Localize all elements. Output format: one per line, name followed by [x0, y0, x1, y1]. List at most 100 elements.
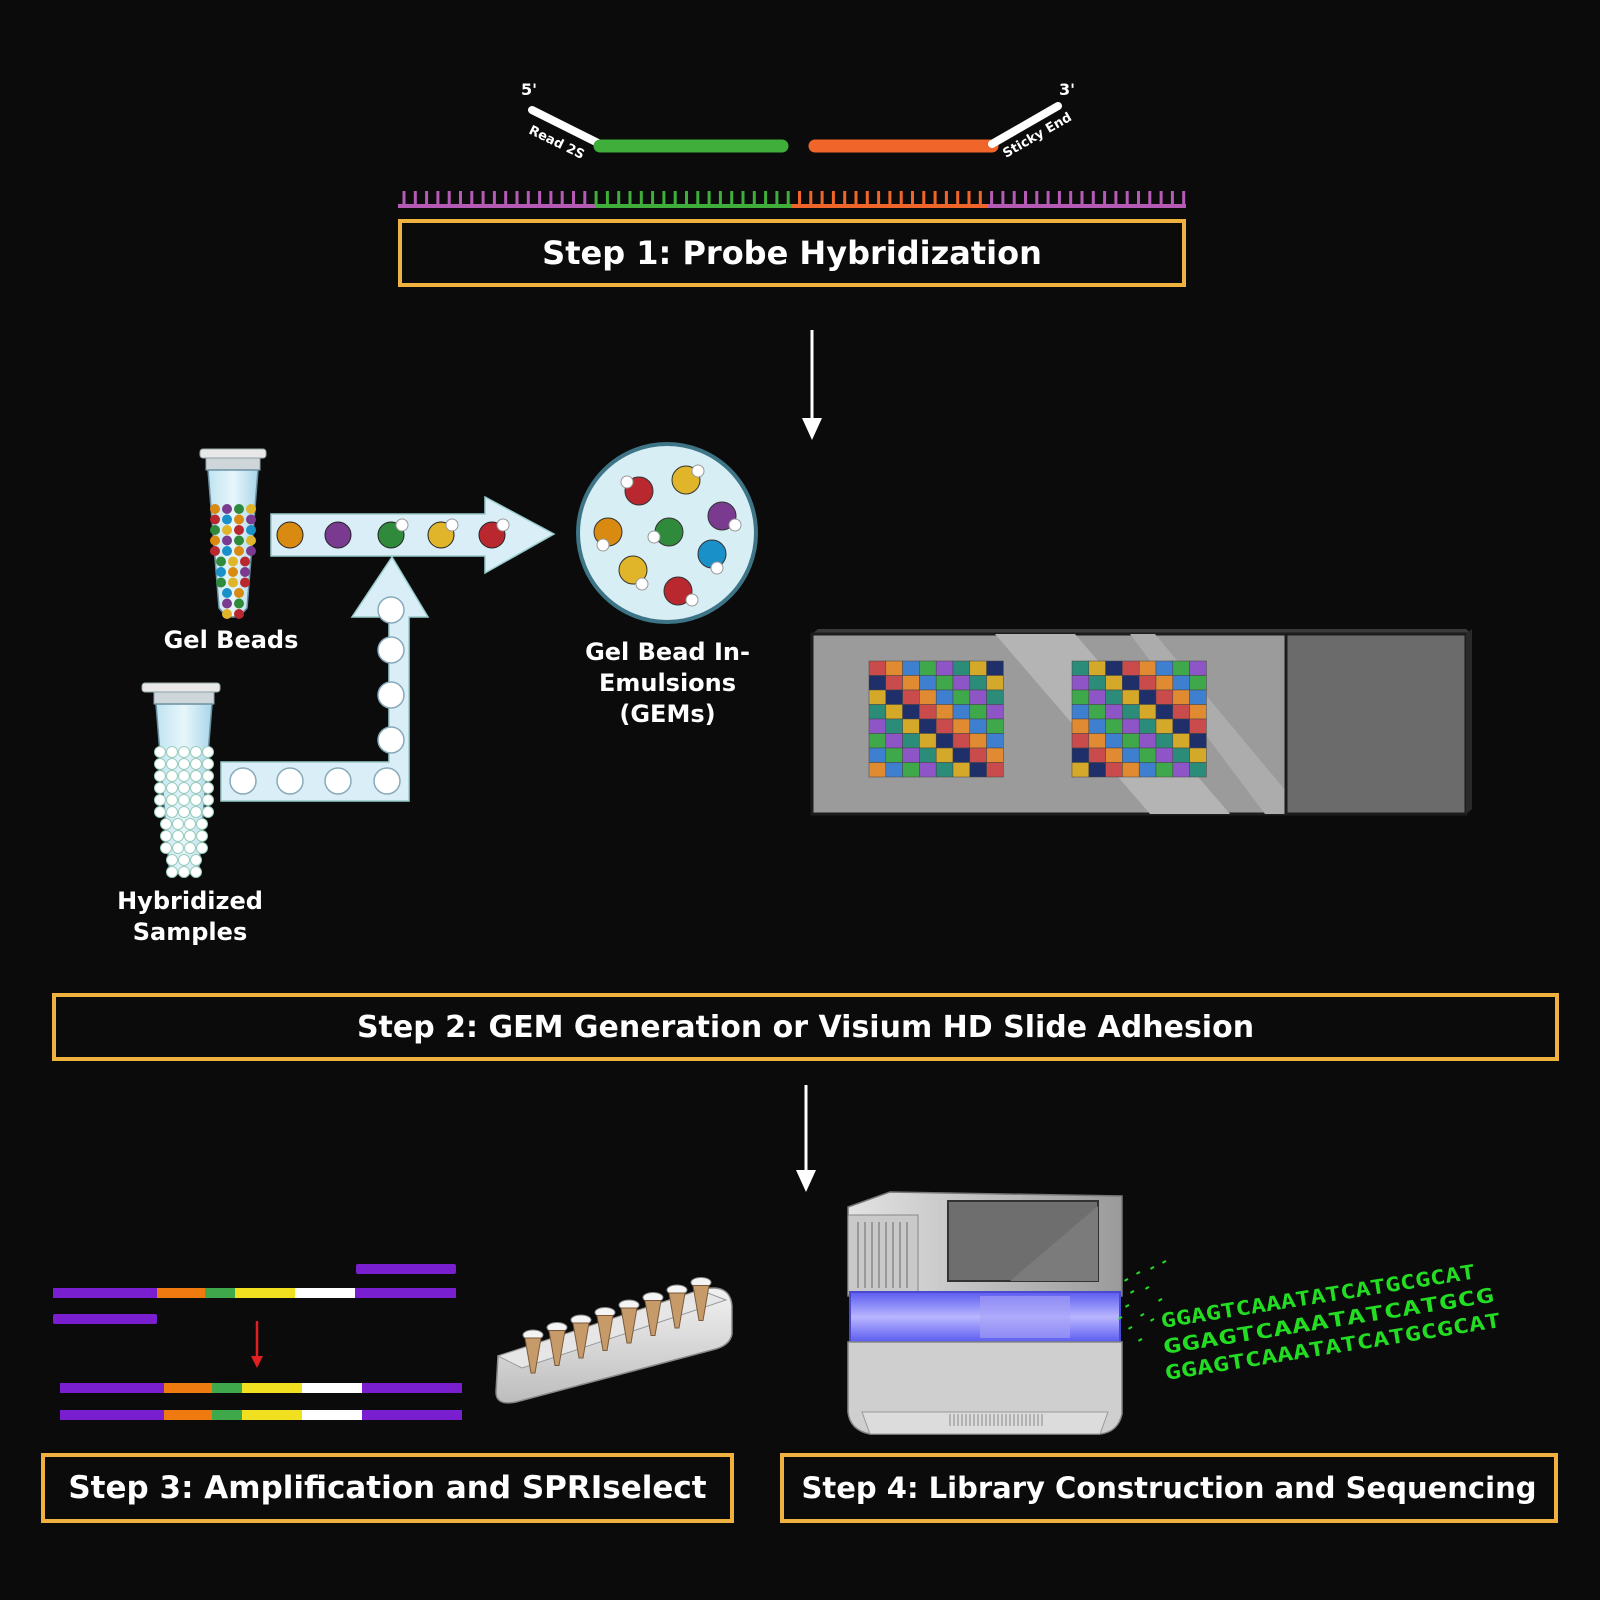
- capture-spot: [1155, 675, 1174, 691]
- sample-cell: [154, 806, 166, 818]
- capture-spot: [1172, 704, 1190, 720]
- capture-spot: [1172, 675, 1190, 691]
- sample-cell: [377, 596, 405, 624]
- capture-spot: [1138, 762, 1157, 778]
- gel-bead: [222, 514, 232, 525]
- capture-spot: [1071, 747, 1090, 763]
- gem-cell: [685, 593, 699, 607]
- down-arrow-1: [802, 330, 822, 440]
- read-fragment: [1125, 1304, 1130, 1308]
- gel-bead: [222, 598, 232, 609]
- capture-spot: [1138, 675, 1157, 691]
- hybridized-samples-tube: [141, 682, 221, 878]
- read-fragment: [1137, 1337, 1143, 1342]
- sample-cell: [190, 806, 202, 818]
- gel-beads-tube: [199, 448, 267, 619]
- gel-bead: [210, 504, 220, 514]
- capture-spot: [868, 762, 887, 778]
- capture-spot: [1088, 675, 1106, 691]
- capture-area-1: [868, 660, 1004, 778]
- capture-spot: [952, 747, 971, 763]
- capture-spot: [1189, 762, 1207, 778]
- read-fragment: [1118, 1316, 1123, 1320]
- step-2-box: Step 2: GEM Generation or Visium HD Slid…: [52, 993, 1559, 1061]
- strand-segment: [302, 1383, 362, 1393]
- capture-spot: [986, 660, 1004, 676]
- read-fragment: [1123, 1277, 1129, 1282]
- step-3-title: Step 3: Amplification and SPRIselect: [68, 1470, 707, 1506]
- step-2-title: Step 2: GEM Generation or Visium HD Slid…: [356, 1009, 1255, 1045]
- target-rna-strand: [398, 191, 1186, 208]
- capture-spot: [1172, 747, 1190, 763]
- capture-spot: [1138, 660, 1157, 676]
- capture-spot: [935, 747, 954, 763]
- capture-spot: [1105, 718, 1123, 734]
- tube-body: [596, 1315, 614, 1351]
- capture-spot: [969, 704, 987, 720]
- capture-spot: [935, 762, 954, 778]
- capture-spot: [1071, 660, 1090, 676]
- capture-spot: [952, 733, 971, 749]
- sample-cell: [166, 866, 178, 878]
- sample-cell: [166, 794, 178, 806]
- read-fragment: [1136, 1270, 1141, 1275]
- capture-spot: [885, 660, 903, 676]
- gem-cell: [691, 464, 705, 478]
- tube-body: [620, 1307, 638, 1344]
- capture-spot: [1189, 660, 1207, 676]
- gel-bead: [210, 525, 220, 535]
- strand-segment: [355, 1288, 456, 1298]
- capture-spot: [935, 689, 954, 705]
- sample-cell: [202, 746, 214, 758]
- sample-cell: [166, 770, 178, 782]
- visium-hd-slide: [810, 629, 1472, 816]
- gem-cell: [728, 518, 742, 532]
- gel-bead: [246, 525, 256, 535]
- capture-spot: [1071, 704, 1090, 720]
- capture-spot: [1122, 689, 1140, 705]
- tube-sample-cells: [154, 746, 214, 878]
- capture-spot: [1122, 660, 1140, 676]
- sample-cell: [377, 681, 405, 709]
- capture-spot: [1071, 689, 1090, 705]
- strand-segment: [53, 1288, 157, 1298]
- capture-spot: [1105, 675, 1123, 691]
- sample-cell: [190, 770, 202, 782]
- gem-cell: [647, 530, 661, 544]
- tube-body: [524, 1337, 542, 1374]
- sample-cell: [178, 782, 190, 794]
- capture-spot: [902, 689, 920, 705]
- gem-bead: [663, 576, 693, 606]
- capture-spot: [919, 718, 937, 734]
- read-fragment: [1128, 1325, 1133, 1330]
- gem-cell: [710, 561, 724, 575]
- sample-cell: [178, 794, 190, 806]
- sample-cell: [166, 782, 178, 794]
- capture-spot: [969, 660, 987, 676]
- capture-spot: [1138, 718, 1157, 734]
- read-fragment: [1161, 1260, 1167, 1264]
- five-prime-label: 5': [521, 80, 537, 99]
- capture-spot: [885, 747, 903, 763]
- gel-beads-label: Gel Beads: [163, 626, 299, 654]
- capture-spot: [1138, 733, 1157, 749]
- gel-bead: [222, 535, 232, 546]
- capture-spot: [1155, 762, 1174, 778]
- attached-cell: [395, 518, 409, 532]
- gel-bead: [234, 546, 244, 556]
- gel-bead: [222, 525, 232, 535]
- step-1-title: Step 1: Probe Hybridization: [542, 234, 1042, 272]
- three-prime-label: 3': [1059, 80, 1075, 99]
- capture-spot: [1189, 689, 1207, 705]
- sample-cell: [160, 842, 172, 854]
- template-strand: [53, 1288, 456, 1298]
- sample-cell: [229, 767, 257, 795]
- sequence-reads: GGAGTCAAATATCATGCGCAT GGAGTCAAATATCATGCG…: [1118, 1259, 1503, 1385]
- gel-bead: [246, 535, 256, 546]
- strand-segment: [60, 1383, 164, 1393]
- capture-spot: [1138, 747, 1157, 763]
- capture-spot: [952, 689, 971, 705]
- gem-bead: [654, 517, 684, 547]
- gel-bead: [234, 525, 244, 535]
- pcr-tubes: [522, 1277, 712, 1374]
